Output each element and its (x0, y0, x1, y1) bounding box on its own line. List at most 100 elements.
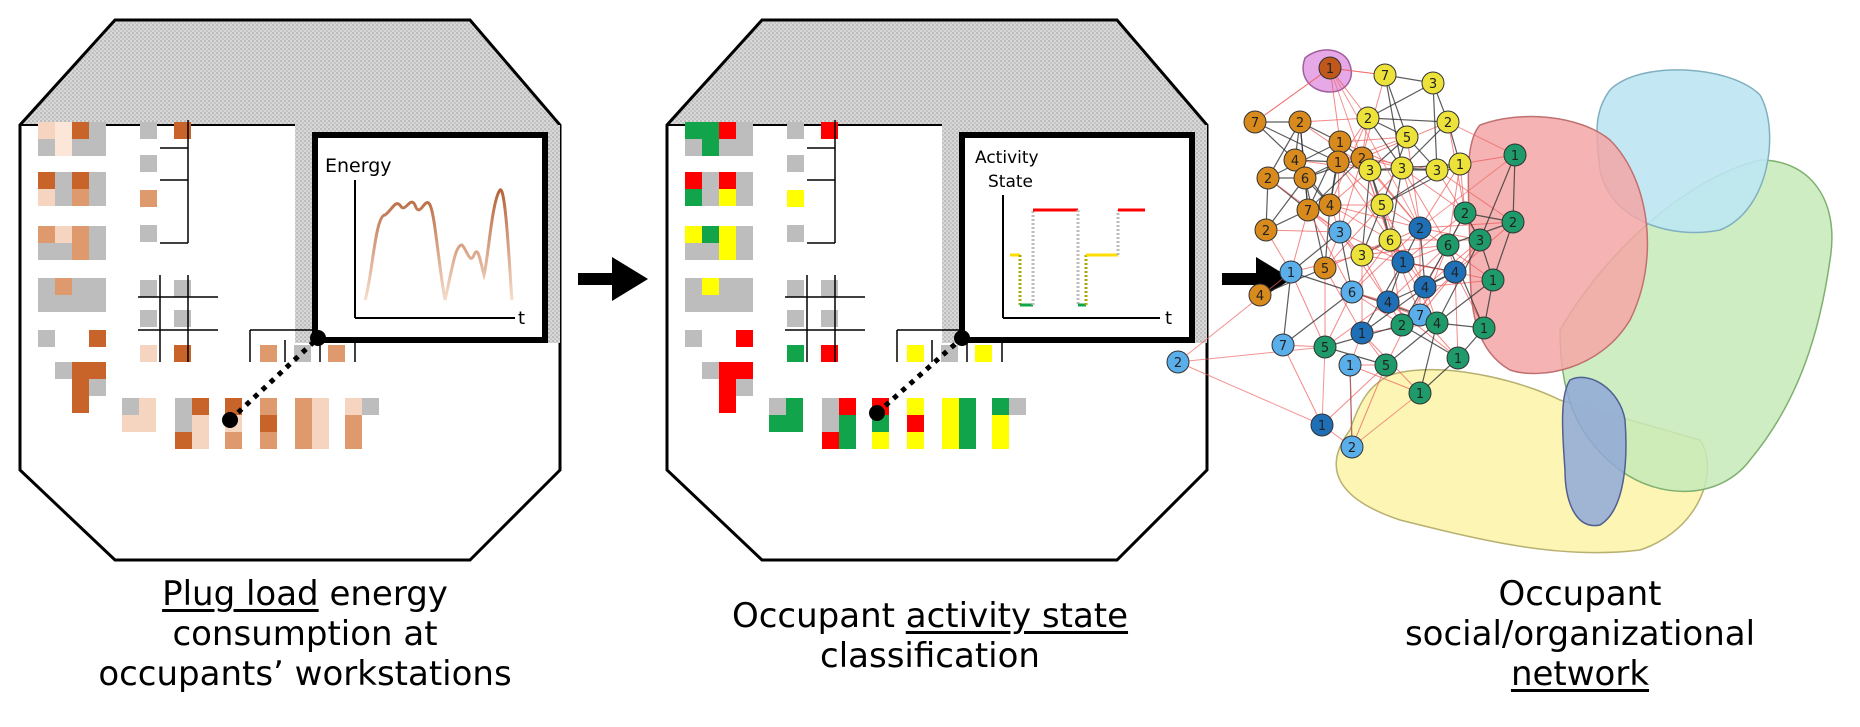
network-edge (1401, 167, 1466, 214)
workstation-cell (719, 172, 736, 189)
workstation-cell (769, 415, 786, 432)
network-node: 2 (1166, 350, 1190, 374)
workstation-cell (992, 398, 1009, 415)
desk-lines (138, 120, 356, 362)
workstation-cell (260, 415, 277, 432)
network-edge (1321, 346, 1326, 426)
node-circle (1413, 275, 1437, 299)
node-circle (1358, 158, 1382, 182)
workstation-cells (38, 122, 379, 449)
node-label: 6 (1348, 286, 1356, 301)
node-label: 1 (1454, 352, 1462, 367)
workstation-cell (174, 345, 191, 362)
node-label: 4 (1451, 266, 1459, 281)
node-circle (1293, 166, 1317, 190)
workstation-cell (38, 139, 55, 156)
network-edge (1406, 136, 1421, 229)
network-node: 7 (1243, 110, 1267, 134)
caption-line2: consumption at (172, 614, 438, 654)
workstation-cell (736, 122, 753, 139)
network-edge (1419, 154, 1516, 229)
node-label: 5 (1382, 359, 1390, 374)
network-node: 1 (1279, 260, 1303, 284)
workstation-cell (702, 278, 719, 295)
workstation-cell (942, 432, 959, 449)
activity-label-2: State (988, 172, 1033, 192)
activity-t-label: t (1165, 308, 1172, 329)
workstation-cell (685, 330, 702, 347)
node-circle (1248, 283, 1272, 307)
workstation-cell (89, 189, 106, 206)
workstation-cell (72, 226, 89, 243)
node-circle (1378, 228, 1402, 252)
network-edge (1307, 157, 1363, 211)
workstation-cell (295, 432, 312, 449)
workstation-cell (260, 345, 277, 362)
workstation-cell (702, 189, 719, 206)
caption-line3: occupants’ workstations (98, 654, 512, 694)
workstation-cell (736, 139, 753, 156)
node-label: 1 (1334, 156, 1342, 171)
workstation-cell (140, 280, 157, 297)
node-label: 7 (1279, 339, 1287, 354)
node-circle (1376, 290, 1400, 314)
node-label: 4 (1291, 154, 1299, 169)
node-label: 2 (1264, 172, 1272, 187)
node-circle (1338, 353, 1362, 377)
workstation-cell (72, 243, 89, 260)
network-node: 1 (1503, 143, 1527, 167)
node-circle (1421, 71, 1445, 95)
arrow-1 (578, 257, 648, 301)
node-circle (1318, 56, 1342, 80)
node-circle (1425, 311, 1449, 335)
network-node: 1 (1318, 56, 1342, 80)
activity-chart-frame (959, 132, 1195, 343)
node-label: 6 (1301, 172, 1309, 187)
workstation-cell (295, 415, 312, 432)
cluster-hulls (1302, 49, 1833, 554)
network-edge (1432, 82, 1438, 171)
network-node: 4 (1248, 283, 1272, 307)
node-label: 3 (1433, 164, 1441, 179)
network-node: 4 (1283, 148, 1307, 172)
workstation-cell (941, 345, 958, 362)
workstation-cell (839, 398, 856, 415)
workstation-cell (89, 172, 106, 189)
workstation-cell (139, 415, 156, 432)
workstation-cell (140, 155, 157, 172)
workstation-cell (174, 280, 191, 297)
desk-lines (785, 120, 1003, 362)
workstation-cell (38, 189, 55, 206)
workstation-cell (787, 155, 804, 172)
node-circle (1326, 150, 1350, 174)
network-edge (1177, 346, 1326, 363)
node-label: 7 (1304, 204, 1312, 219)
workstation-cell (72, 139, 89, 156)
network-node: 3 (1328, 220, 1352, 244)
workstation-cell (345, 415, 362, 432)
workstation-cell (822, 398, 839, 415)
network-edge (1387, 244, 1449, 303)
hull-red (1467, 115, 1649, 375)
network-node: 6 (1378, 228, 1402, 252)
workstation-cell (55, 243, 72, 260)
workstation-cell (719, 189, 736, 206)
workstation-cell (72, 295, 89, 312)
node-circle (1436, 233, 1460, 257)
workstation-cell (38, 295, 55, 312)
zoom-dot-end (954, 330, 970, 346)
workstation-cell (702, 172, 719, 189)
zoom-dot-start (222, 412, 238, 428)
workstation-cell (89, 278, 106, 295)
workstation-cell (787, 122, 804, 139)
workstation-cell (992, 415, 1009, 432)
node-label: 2 (1358, 152, 1366, 167)
workstation-cell (907, 432, 924, 449)
network-edge (1324, 204, 1383, 269)
node-circle (1296, 198, 1320, 222)
workstation-cell (736, 243, 753, 260)
network-edge (1329, 67, 1421, 229)
node-label: 1 (1346, 359, 1354, 374)
node-circle (1310, 413, 1334, 437)
node-label: 6 (1386, 234, 1394, 249)
